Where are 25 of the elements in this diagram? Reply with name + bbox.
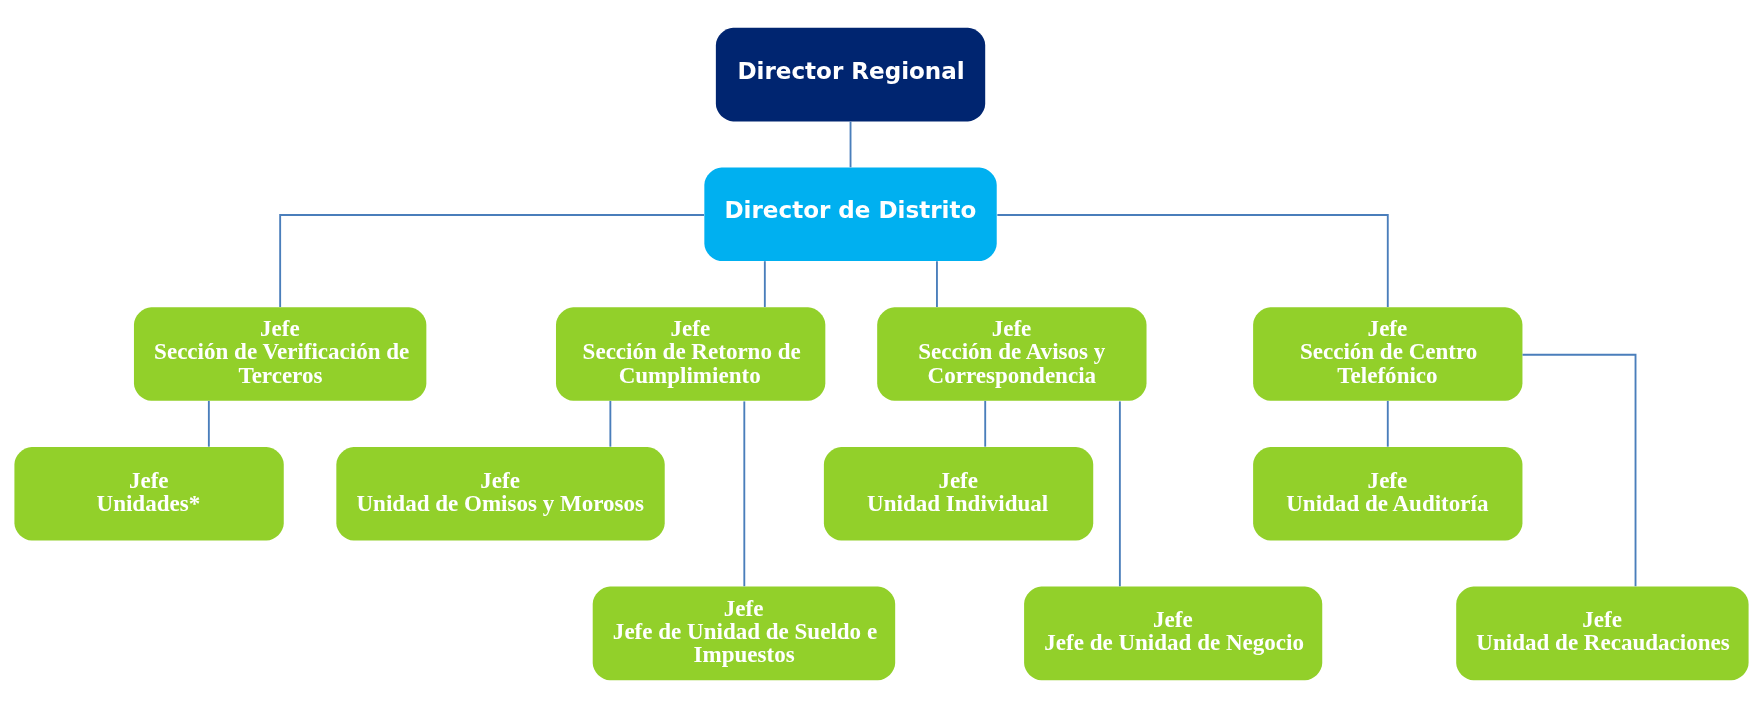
node-box: Director de Distrito	[704, 167, 997, 261]
node-box: Jefe Jefe de Unidad de Negocio	[1024, 586, 1323, 680]
node-box: Jefe Unidad de Auditoría	[1253, 446, 1523, 540]
connector	[849, 120, 852, 168]
node-box: Jefe Unidad de Omisos y Morosos	[336, 446, 665, 540]
connector	[1386, 399, 1389, 448]
connector	[984, 399, 987, 448]
connector	[996, 213, 1389, 308]
node-box: Jefe Sección de Centro Telefónico	[1253, 306, 1523, 401]
node-box: Jefe Unidades*	[14, 446, 284, 540]
connector	[207, 399, 210, 448]
node-box: Jefe Sección de Retorno de Cumplimiento	[556, 306, 826, 401]
connector	[609, 399, 612, 448]
connector	[1521, 353, 1637, 587]
node-box: Jefe Sección de Verificación de Terceros	[133, 306, 427, 401]
connector	[763, 259, 766, 308]
connector	[936, 259, 938, 308]
node-box: Jefe Unidad de Recaudaciones	[1456, 586, 1749, 680]
node-box: Jefe Sección de Avisos y Correspondencia	[877, 306, 1147, 401]
connector	[279, 213, 705, 308]
connector	[1118, 399, 1121, 587]
node-box: Jefe Jefe de Unidad de Sueldo e Impuestos	[592, 586, 896, 680]
connector	[743, 399, 746, 587]
node-box: Jefe Unidad Individual	[823, 446, 1094, 540]
node-box: Director Regional	[715, 27, 986, 121]
